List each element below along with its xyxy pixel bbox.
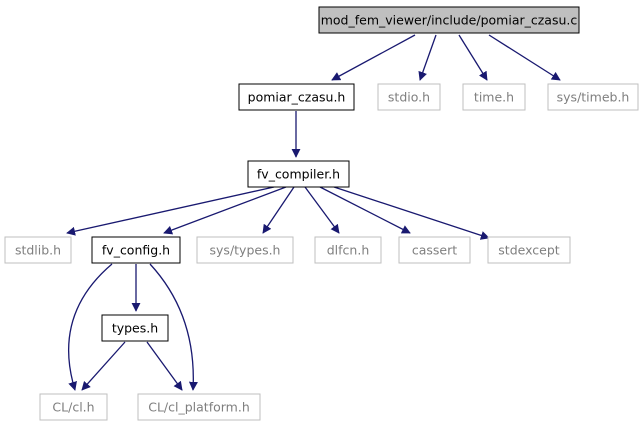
node-sys-types-h-box [196,236,294,264]
node-pomiar-czasu-h-label: pomiar_czasu.h [248,90,346,105]
node-fv-config-h-label: fv_config.h [102,243,170,258]
node-sys-timeb-h-box [547,83,639,111]
node-dlfcn-h-label: dlfcn.h [327,243,370,258]
node-fv-config-h-box [91,236,181,264]
node-sys-types-h: sys/types.h [196,236,294,264]
dependency-edges [66,34,561,391]
node-stdio-h-box [377,83,441,111]
node-root: mod_fem_viewer/include/pomiar_czasu.c [318,6,580,34]
node-stdexcept-label: stdexcept [498,243,559,258]
node-pomiar-czasu-h-box [238,83,355,111]
node-types-h[interactable]: types.h [101,314,169,342]
node-stdlib-h: stdlib.h [4,236,72,264]
node-cl-cl-h-label: CL/cl.h [52,400,94,415]
edge-root-to-sys-timeb-h [488,34,561,81]
node-fv-compiler-h[interactable]: fv_compiler.h [247,160,350,188]
node-cassert-label: cassert [412,243,457,258]
edge-fv-compiler-h-to-dlfcn-h [304,186,340,234]
edge-fv-compiler-h-to-stdlib-h [66,186,275,236]
node-cl-cl-platform-h: CL/cl_platform.h [137,393,261,421]
node-sys-timeb-h: sys/timeb.h [547,83,639,111]
node-fv-compiler-h-box [247,160,350,188]
node-types-h-label: types.h [112,321,158,336]
node-stdio-h-label: stdio.h [388,90,430,105]
node-dlfcn-h-box [314,236,382,264]
node-cassert-box [398,236,471,264]
node-time-h-label: time.h [474,90,514,105]
node-stdlib-h-label: stdlib.h [15,243,61,258]
edge-fv-compiler-h-to-sys-types-h [262,186,295,234]
node-cl-cl-h-box [39,393,108,421]
edge-root-to-pomiar-czasu-h [331,34,416,81]
node-stdlib-h-box [4,236,72,264]
edge-types-h-to-cl-cl-platform-h [146,341,183,391]
node-fv-compiler-h-label: fv_compiler.h [257,167,340,182]
edge-types-h-to-cl-cl-h [81,341,126,391]
edge-root-to-time-h [458,34,488,81]
node-stdio-h: stdio.h [377,83,441,111]
node-stdexcept: stdexcept [487,236,571,264]
node-dlfcn-h: dlfcn.h [314,236,382,264]
node-cl-cl-h: CL/cl.h [39,393,108,421]
node-root-box [318,6,580,34]
node-root-label: mod_fem_viewer/include/pomiar_czasu.c [321,13,578,28]
node-stdexcept-box [487,236,571,264]
node-sys-timeb-h-label: sys/timeb.h [557,90,630,105]
edge-fv-config-h-to-cl-cl-platform-h [149,263,198,391]
node-sys-types-h-label: sys/types.h [210,243,281,258]
node-time-h-box [462,83,526,111]
node-pomiar-czasu-h[interactable]: pomiar_czasu.h [238,83,355,111]
node-cl-cl-platform-h-label: CL/cl_platform.h [148,400,250,415]
edge-fv-compiler-h-to-cassert [319,186,411,234]
edge-fv-compiler-h-to-stdexcept [333,186,490,240]
edge-fv-config-h-to-cl-cl-h [68,263,113,391]
dependency-nodes: mod_fem_viewer/include/pomiar_czasu.cpom… [4,6,639,421]
node-time-h: time.h [462,83,526,111]
node-cl-cl-platform-h-box [137,393,261,421]
node-types-h-box [101,314,169,342]
node-fv-config-h[interactable]: fv_config.h [91,236,181,264]
node-cassert: cassert [398,236,471,264]
edge-root-to-stdio-h [418,34,437,81]
edge-fv-compiler-h-to-fv-config-h [163,186,287,235]
